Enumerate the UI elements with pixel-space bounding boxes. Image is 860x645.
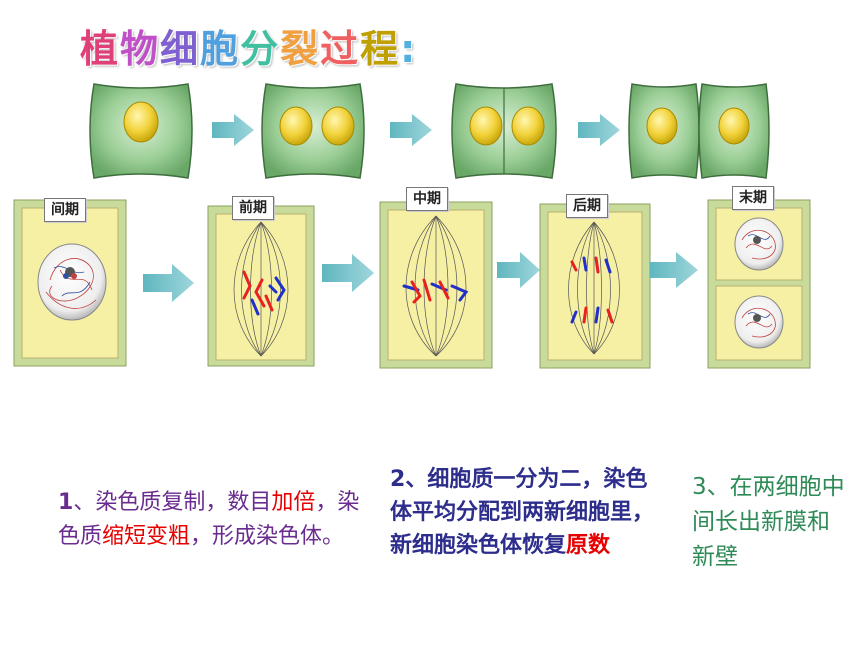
top-arrow-3 <box>578 114 620 146</box>
bottom-arrow-3 <box>497 252 540 288</box>
title-char: 胞 <box>200 27 241 71</box>
step-3-text: 3、在两细胞中间长出新膜和新壁 <box>692 470 852 575</box>
title-char: 物 <box>120 27 161 71</box>
phase-label-anaphase: 后期 <box>566 194 608 218</box>
step-1-part-1: 、染色质复制，数目 <box>73 490 272 515</box>
top-cell-4 <box>628 83 770 179</box>
step-3-part-1: 、在两细胞中间长出新膜和新壁 <box>692 474 845 570</box>
title-char: 过 <box>320 27 361 71</box>
telophase-cell <box>707 199 811 369</box>
top-arrow-1 <box>212 114 254 146</box>
step-2-text: 2、细胞质一分为二，染色体平均分配到两新细胞里，新细胞染色体恢复原数 <box>390 463 660 562</box>
phase-label-telophase: 末期 <box>732 186 774 210</box>
title-char: 细 <box>160 27 201 71</box>
phase-label-interphase: 间期 <box>44 198 86 222</box>
bottom-arrow-1 <box>143 264 194 302</box>
top-cell-2 <box>261 83 365 179</box>
title-char: 植 <box>80 27 121 71</box>
interphase-cell <box>13 199 127 367</box>
step-1-part-2: ，染色质 <box>58 490 360 549</box>
metaphase-cell <box>379 201 493 369</box>
step-1-highlight-1: 加倍 <box>271 490 316 515</box>
title-char: 程 <box>360 27 401 71</box>
top-cell-3 <box>451 83 557 179</box>
step-2-part-1: 、细胞质一分为二，染色体平均分配到两新细胞里，新细胞染色体恢复 <box>390 467 655 558</box>
step-1-number: 1 <box>58 490 74 515</box>
anaphase-cell <box>539 203 651 369</box>
bottom-arrow-4 <box>650 252 698 288</box>
prophase-cell <box>207 205 315 367</box>
bottom-arrow-2 <box>322 254 374 292</box>
title-char: 裂 <box>280 27 321 71</box>
step-1-highlight-2: 缩短变粗 <box>102 524 191 549</box>
title-char: 分 <box>240 27 281 71</box>
step-2-number: 2 <box>390 467 406 492</box>
step-1-part-3: ，形成染色体。 <box>190 524 345 549</box>
step-2-highlight-1: 原数 <box>566 533 611 558</box>
title-char: : <box>400 27 418 71</box>
page-title: 植物细胞分裂过程: <box>80 18 417 73</box>
step-3-number: 3 <box>692 474 707 500</box>
top-cell-1 <box>89 83 193 179</box>
phase-label-prophase: 前期 <box>232 196 274 220</box>
phase-label-metaphase: 中期 <box>406 187 448 211</box>
step-1-text: 1、染色质复制，数目加倍，染色质缩短变粗，形成染色体。 <box>58 486 378 554</box>
top-arrow-2 <box>390 114 432 146</box>
